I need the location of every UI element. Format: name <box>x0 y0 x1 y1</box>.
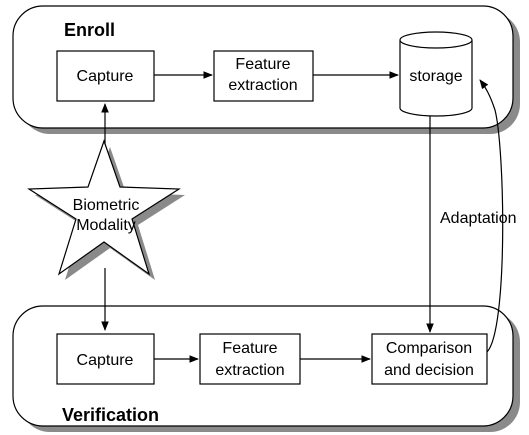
enroll-capture-label: Capture <box>77 68 134 85</box>
storage-cylinder <box>399 31 473 117</box>
verification-title: Verification <box>62 405 159 425</box>
enroll-title: Enroll <box>64 20 115 40</box>
adaptation-arrow <box>479 79 504 353</box>
modality-label-1: Biometric <box>73 197 140 214</box>
biometric-star <box>27 139 185 280</box>
verification-capture-box <box>56 333 155 385</box>
verification-feature-label-2: extraction <box>215 362 284 379</box>
enroll-feature-label-1: Feature <box>235 56 290 73</box>
adaptation-label: Adaptation <box>440 210 517 227</box>
enroll-feature-box <box>213 50 314 102</box>
modality-label-2: Modality <box>76 217 136 234</box>
verification-capture-label: Capture <box>77 352 134 369</box>
enroll-capture-box <box>56 50 155 102</box>
storage-label: storage <box>409 68 462 85</box>
decision-box <box>371 333 488 385</box>
decision-label-2: and decision <box>384 362 474 379</box>
decision-label-1: Comparison <box>386 340 472 357</box>
verification-feature-label-1: Feature <box>222 340 277 357</box>
enroll-feature-label-2: extraction <box>228 77 297 94</box>
